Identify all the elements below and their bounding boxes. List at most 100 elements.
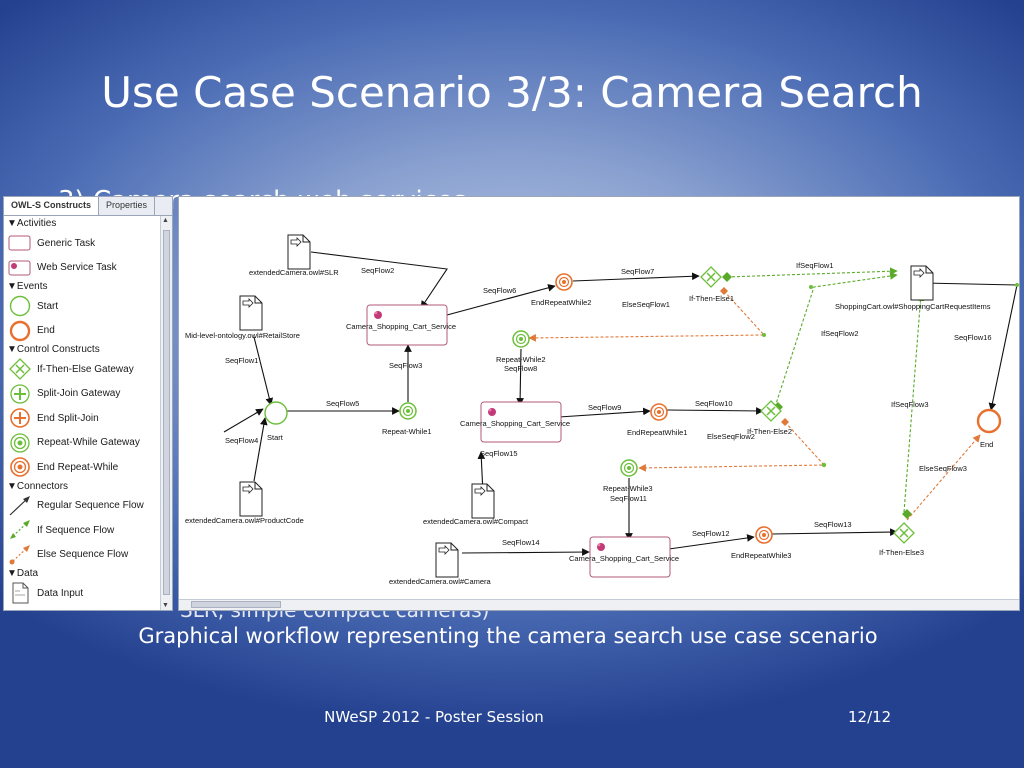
palette-item-label: Start bbox=[37, 300, 59, 312]
owl-s-palette-panel: OWL-S Constructs Properties ▼Activities … bbox=[3, 196, 173, 611]
repeat-while-3[interactable] bbox=[620, 459, 638, 477]
palette-item-label: If Sequence Flow bbox=[37, 524, 115, 536]
repeat-while-1[interactable] bbox=[399, 402, 417, 420]
label-start: Start bbox=[267, 433, 284, 442]
category-data[interactable]: ▼Data bbox=[7, 568, 39, 579]
else-sequence-flow-icon bbox=[8, 544, 32, 566]
palette-item-generic-task[interactable]: Generic Task bbox=[4, 231, 162, 256]
end-event[interactable] bbox=[976, 408, 1002, 434]
palette-item-if-then-else-gateway[interactable]: If-Then-Else Gateway bbox=[4, 357, 162, 382]
label-repeat-while-2: Repeat-While2 bbox=[496, 355, 546, 364]
data-input-product-code[interactable] bbox=[239, 481, 263, 517]
regular-sequence-flow-icon bbox=[8, 495, 32, 517]
label-seqflow2: SeqFlow2 bbox=[361, 266, 394, 275]
palette-item-start[interactable]: Start bbox=[4, 294, 162, 319]
repeat-while-gateway-icon bbox=[8, 432, 32, 454]
palette-scrollbar[interactable]: ▲ ▼ bbox=[160, 216, 172, 610]
palette-scrollbar-thumb[interactable] bbox=[163, 230, 170, 595]
palette-item-label: Else Sequence Flow bbox=[37, 549, 129, 561]
start-event[interactable] bbox=[264, 401, 288, 425]
label-slr-doc: extendedCamera.owl#SLR bbox=[249, 268, 339, 277]
palette-item-label: Repeat-While Gateway bbox=[37, 437, 140, 449]
split-join-gateway-icon bbox=[8, 383, 32, 405]
start-event-icon bbox=[8, 295, 32, 317]
palette-item-data-input[interactable]: Data Input bbox=[4, 581, 162, 606]
workflow-canvas[interactable]: extendedCamera.owl#SLR Mid-level-ontolog… bbox=[178, 196, 1020, 611]
palette-item-label: End Split-Join bbox=[37, 412, 99, 424]
footer-page-number: 12/12 bbox=[848, 708, 892, 726]
data-input-camera[interactable] bbox=[435, 542, 459, 578]
palette-item-label: Web Service Task bbox=[37, 262, 117, 274]
data-input-retail-store[interactable] bbox=[239, 295, 263, 331]
figure-caption: Graphical workflow representing the came… bbox=[138, 624, 878, 648]
label-ifseqflow1: IfSeqFlow1 bbox=[796, 261, 834, 270]
label-if-then-else-3: If-Then-Else3 bbox=[879, 548, 924, 557]
if-sequence-flows bbox=[726, 267, 925, 513]
label-seqflow14: SeqFlow14 bbox=[502, 538, 540, 547]
palette-item-end-repeat-while[interactable]: End Repeat-While bbox=[4, 455, 162, 480]
palette-item-web-service-task[interactable]: Web Service Task bbox=[4, 256, 162, 281]
if-flow-markers bbox=[722, 272, 912, 519]
label-compact-doc: extendedCamera.owl#Compact bbox=[423, 517, 529, 526]
label-seqflow10: SeqFlow10 bbox=[695, 399, 733, 408]
label-camera-doc: extendedCamera.owl#Camera bbox=[389, 577, 492, 586]
if-then-else-1[interactable] bbox=[700, 266, 722, 288]
end-repeat-while-3[interactable] bbox=[755, 526, 773, 544]
label-if-then-else-1: If-Then-Else1 bbox=[689, 294, 734, 303]
category-connectors[interactable]: ▼Connectors bbox=[7, 480, 69, 492]
category-events[interactable]: ▼Events bbox=[7, 281, 48, 292]
label-service-2: Camera_Shopping_Cart_Service bbox=[460, 419, 570, 428]
label-seqflow12: SeqFlow12 bbox=[692, 529, 730, 538]
palette-item-else-sequence-flow[interactable]: Else Sequence Flow bbox=[4, 543, 162, 568]
palette-item-repeat-while-gateway[interactable]: Repeat-While Gateway bbox=[4, 431, 162, 456]
tab-properties[interactable]: Properties bbox=[99, 197, 156, 215]
scroll-up-arrow-icon[interactable]: ▲ bbox=[162, 217, 169, 224]
palette-item-end-split-join[interactable]: End Split-Join bbox=[4, 406, 162, 431]
label-seqflow8: SeqFlow8 bbox=[504, 364, 537, 373]
footer-event: NWeSP 2012 - Poster Session bbox=[324, 708, 544, 726]
palette-item-if-sequence-flow[interactable]: If Sequence Flow bbox=[4, 518, 162, 543]
repeat-while-2[interactable] bbox=[512, 330, 530, 348]
canvas-scrollbar-thumb[interactable] bbox=[191, 601, 281, 608]
label-retail-doc: Mid-level-ontology.owl#RetailStore bbox=[185, 331, 300, 340]
palette-tabs: OWL-S Constructs Properties bbox=[4, 197, 172, 216]
if-sequence-flow-icon bbox=[8, 519, 32, 541]
end-repeat-while-2[interactable] bbox=[555, 273, 573, 291]
palette-item-end[interactable]: End bbox=[4, 319, 162, 344]
label-ifseqflow2: IfSeqFlow2 bbox=[821, 329, 859, 338]
label-end-repeat-1: EndRepeatWhile1 bbox=[627, 428, 687, 437]
label-seqflow6: SeqFlow6 bbox=[483, 286, 516, 295]
label-end-repeat-3: EndRepeatWhile3 bbox=[731, 551, 791, 560]
label-seqflow16: SeqFlow16 bbox=[954, 333, 992, 342]
web-service-task-icon bbox=[8, 257, 32, 279]
data-input-shopping-cart-request[interactable] bbox=[910, 265, 934, 301]
label-seqflow9: SeqFlow9 bbox=[588, 403, 621, 412]
end-repeat-while-1[interactable] bbox=[650, 403, 668, 421]
data-input-compact[interactable] bbox=[471, 483, 495, 519]
palette-list: ▼Activities Generic Task Web Service Tas… bbox=[4, 217, 162, 606]
workflow-diagram: extendedCamera.owl#SLR Mid-level-ontolog… bbox=[185, 234, 1019, 586]
label-seqflow5: SeqFlow5 bbox=[326, 399, 359, 408]
canvas-horizontal-scrollbar[interactable] bbox=[179, 599, 1019, 610]
data-input-slr[interactable] bbox=[287, 234, 311, 270]
palette-item-label: End bbox=[37, 325, 55, 337]
label-seqflow13: SeqFlow13 bbox=[814, 520, 852, 529]
category-activities[interactable]: ▼Activities bbox=[7, 218, 57, 229]
data-input-icon bbox=[8, 582, 32, 604]
palette-item-label: Data Input bbox=[37, 587, 84, 599]
if-then-else-3[interactable] bbox=[893, 522, 915, 544]
label-if-then-else-2: If-Then-Else2 bbox=[747, 427, 792, 436]
palette-item-regular-sequence-flow[interactable]: Regular Sequence Flow bbox=[4, 494, 162, 519]
tab-owl-s-constructs[interactable]: OWL-S Constructs bbox=[4, 197, 99, 215]
label-product-doc: extendedCamera.owl#ProductCode bbox=[185, 516, 304, 525]
label-end-repeat-2: EndRepeatWhile2 bbox=[531, 298, 591, 307]
palette-item-label: Regular Sequence Flow bbox=[37, 500, 144, 512]
palette-item-split-join-gateway[interactable]: Split-Join Gateway bbox=[4, 382, 162, 407]
sequence-flows bbox=[223, 251, 1018, 556]
label-repeat-while-1: Repeat-While1 bbox=[382, 427, 432, 436]
scroll-down-arrow-icon[interactable]: ▼ bbox=[162, 602, 169, 609]
label-end: End bbox=[980, 440, 993, 449]
category-control-constructs[interactable]: ▼Control Constructs bbox=[7, 344, 100, 355]
slide-title: Use Case Scenario 3/3: Camera Search bbox=[101, 68, 923, 117]
label-elseseqflow1: ElseSeqFlow1 bbox=[622, 300, 670, 309]
